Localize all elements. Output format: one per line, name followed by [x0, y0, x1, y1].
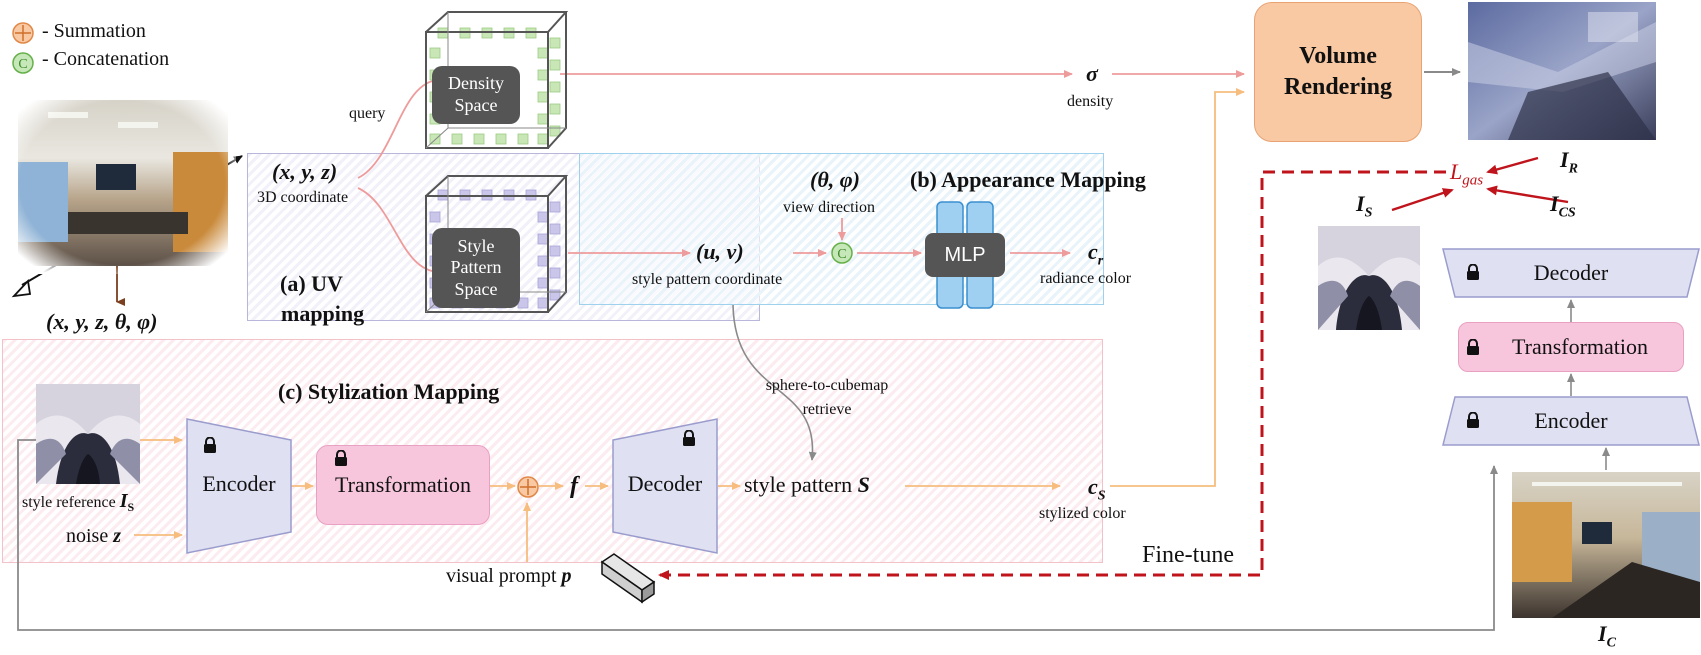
- visual-prompt-label: visual prompt p: [446, 565, 572, 587]
- density-label: density: [1067, 93, 1114, 110]
- stylized-color-label: stylized color: [1039, 505, 1126, 522]
- uv-mapping-title-line2: mapping: [281, 301, 365, 326]
- uv-coord-label: (u, v): [696, 239, 744, 264]
- radiance-color-label: radiance color: [1040, 270, 1132, 287]
- lock-icon: [204, 437, 216, 453]
- svg-text:C: C: [18, 57, 27, 72]
- content-image: [1512, 472, 1700, 618]
- lock-icon: [683, 430, 695, 446]
- style-space-line2: Pattern: [450, 257, 502, 278]
- style-pattern-space-box: Style Pattern Space: [432, 228, 520, 308]
- style-space-line1: Style: [457, 235, 495, 256]
- view-direction-symbol: (θ, φ): [810, 167, 860, 192]
- stylization-mapping-region: [2, 339, 1103, 563]
- finetune-label: Fine-tune: [1142, 542, 1234, 568]
- volume-rendering-box: Volume Rendering: [1254, 2, 1422, 142]
- encoder-label: Encoder: [202, 471, 276, 496]
- lock-icon: [1467, 264, 1479, 280]
- style-pattern-cube: [425, 175, 569, 313]
- feature-symbol: f: [570, 473, 578, 499]
- query-label: query: [349, 105, 386, 122]
- rendered-image: [1468, 2, 1656, 140]
- stylized-color-symbol: cS: [1088, 474, 1106, 504]
- density-cube: [425, 11, 569, 149]
- content-image-label: IC: [1598, 621, 1616, 651]
- style-pattern-label: style pattern S: [744, 472, 870, 497]
- ray-label: (x, y, z, θ, φ): [46, 309, 158, 334]
- legend-summation-label: - Summation: [42, 20, 146, 42]
- density-space-box: Density Space: [432, 66, 520, 124]
- view-direction-label: view direction: [783, 199, 875, 216]
- visual-prompt-block-icon: [600, 553, 656, 604]
- summation-node-icon: [517, 476, 539, 498]
- decoder-shape: [612, 418, 718, 554]
- decoder-label: Decoder: [627, 471, 703, 496]
- stylized-content-label: ICS: [1550, 191, 1576, 221]
- stylization-mapping-title: (c) Stylization Mapping: [278, 379, 500, 404]
- mlp-box: MLP: [925, 233, 1005, 277]
- style-reference-label: style reference IS: [22, 490, 135, 515]
- right-decoder-shape: [1442, 248, 1700, 298]
- retrieve-label: retrieve: [802, 401, 852, 418]
- density-space-line2: Space: [454, 95, 498, 115]
- style-space-line3: Space: [454, 278, 498, 299]
- right-transformation-label: Transformation: [1511, 334, 1649, 359]
- volume-rendering-line1: Volume: [1299, 42, 1377, 69]
- density-space-line1: Density: [448, 73, 504, 94]
- coord-sublabel: 3D coordinate: [257, 189, 349, 206]
- style-image-right: [1318, 226, 1420, 330]
- radiance-color-symbol: cr: [1088, 239, 1104, 269]
- lock-icon: [335, 450, 347, 466]
- style-image-label: IS: [1356, 191, 1373, 221]
- volume-rendering-line2: Rendering: [1284, 74, 1392, 100]
- concatenation-icon: C: [12, 52, 34, 74]
- svg-text:C: C: [837, 247, 846, 262]
- style-reference-image: [36, 384, 140, 484]
- density-symbol: σ: [1086, 61, 1098, 86]
- uv-mapping-title-line1: (a) UV: [280, 271, 343, 296]
- legend-concatenation-label: - Concatenation: [42, 48, 170, 70]
- right-transformation-box: Transformation: [1458, 322, 1684, 372]
- right-encoder-label: Encoder: [1534, 408, 1608, 433]
- loss-label: Lgas: [1450, 159, 1484, 189]
- rendered-image-label: IR: [1560, 147, 1578, 177]
- appearance-mapping-title: (b) Appearance Mapping: [910, 167, 1146, 192]
- noise-label: noise z: [66, 525, 122, 547]
- right-decoder-label: Decoder: [1533, 260, 1609, 285]
- lock-icon: [1467, 412, 1479, 428]
- summation-icon: [12, 22, 34, 44]
- coord-label: (x, y, z): [272, 159, 338, 184]
- uv-coord-sublabel: style pattern coordinate: [632, 271, 783, 288]
- concatenation-node-icon: C: [831, 242, 853, 264]
- scene-photo: [8, 92, 236, 274]
- right-encoder-shape: [1442, 396, 1700, 446]
- sphere-to-cubemap-label: sphere-to-cubemap: [765, 377, 889, 394]
- lock-icon: [1467, 339, 1479, 355]
